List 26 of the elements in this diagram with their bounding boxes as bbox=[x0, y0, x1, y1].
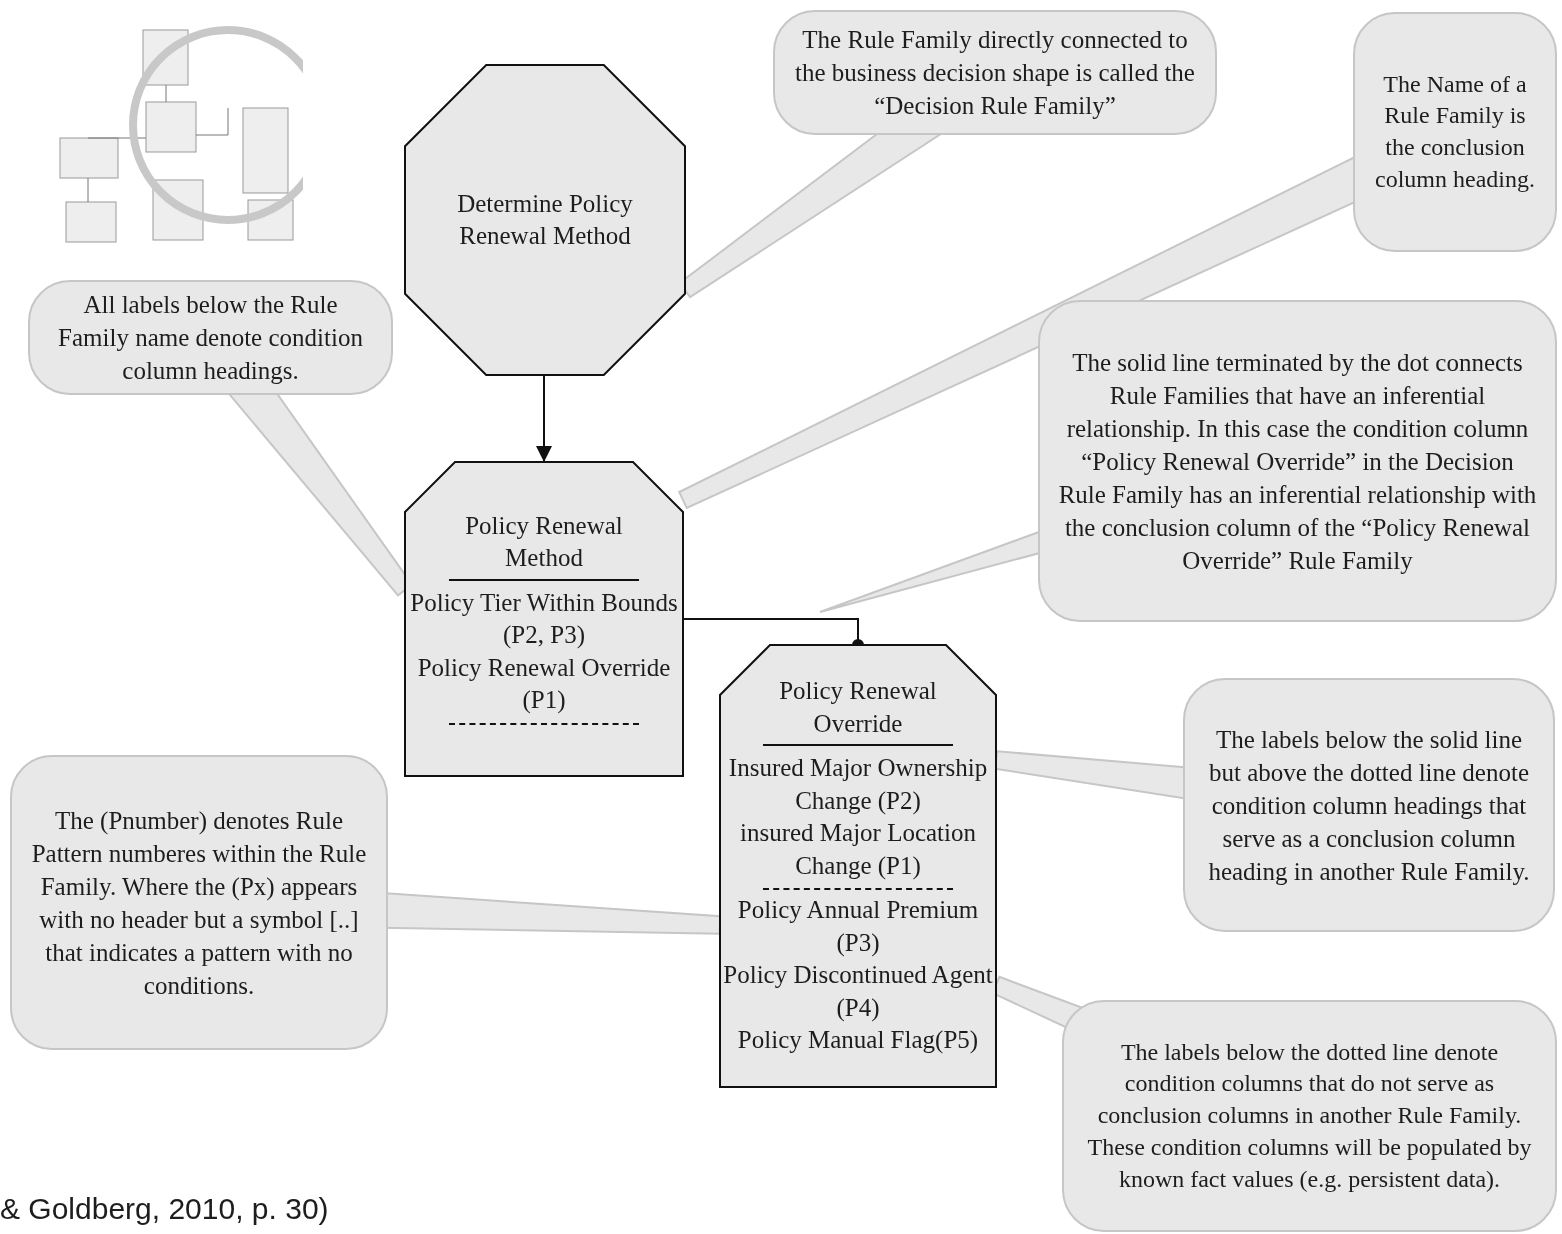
callout-bubble bbox=[1038, 300, 1557, 622]
connector-arrow bbox=[536, 374, 552, 463]
callout-text: The Name of a Rule Family is the conclusion column heading. bbox=[1374, 69, 1536, 194]
condition-heading: Policy Tier Within Bounds (P2, P3) bbox=[409, 587, 679, 651]
callout-text: The labels below the dotted line denote condition columns that do not serve as conclusion columns in another Rule Family. These condition columns will be populated by known fact values (e.g. persistent data). bbox=[1086, 1037, 1533, 1194]
callout-text: All labels below the Rule Family name denote condition column headings. bbox=[57, 290, 364, 386]
condition-heading: Policy Annual Premium (P3) bbox=[736, 895, 980, 959]
decision-name: Determine Policy Renewal Method bbox=[456, 188, 634, 251]
citation-text: & Goldberg, 2010, p. 30) bbox=[0, 1192, 329, 1226]
decision-octagon bbox=[405, 65, 685, 375]
callout-text: The solid line terminated by the dot connects Rule Families that have an inferential relationship. In this case the condition column “Policy Renewal Override” in the Decision Rule Family has an inferential relationship with the conclusion column of the “Policy Renewal Override” Rule Family bbox=[1058, 347, 1537, 576]
callout-bubble bbox=[1353, 12, 1557, 252]
rule-family-box bbox=[405, 462, 683, 776]
condition-heading: insured Major Location Change (P1) bbox=[738, 818, 978, 882]
rule-family-name: Policy Renewal Method bbox=[464, 510, 624, 573]
rule-family-box bbox=[720, 645, 996, 1087]
callout-text: The (Pnumber) denotes Rule Pattern numberes within the Rule Family. Where the (Px) appears with no header but a symbol [..] that indicates a pattern with no conditions. bbox=[30, 805, 368, 1001]
condition-heading: Policy Discontinued Agent (P4) bbox=[722, 960, 994, 1024]
condition-heading: Policy Manual Flag(P5) bbox=[737, 1025, 979, 1056]
callout-text: The labels below the solid line but above the dotted line denote condition column headings that serve as a conclusion column heading in another Rule Family. bbox=[1207, 724, 1531, 887]
condition-heading: Policy Renewal Override (P1) bbox=[416, 652, 672, 716]
rule-family-name: Policy Renewal Override bbox=[778, 676, 938, 739]
condition-heading: Insured Major Ownership Change (P2) bbox=[727, 753, 989, 817]
callout-bubble bbox=[773, 10, 1217, 135]
callout-text: The Rule Family directly connected to the business decision shape is called the “Decision Rule Family” bbox=[794, 25, 1196, 121]
callout-bubble bbox=[28, 280, 393, 395]
